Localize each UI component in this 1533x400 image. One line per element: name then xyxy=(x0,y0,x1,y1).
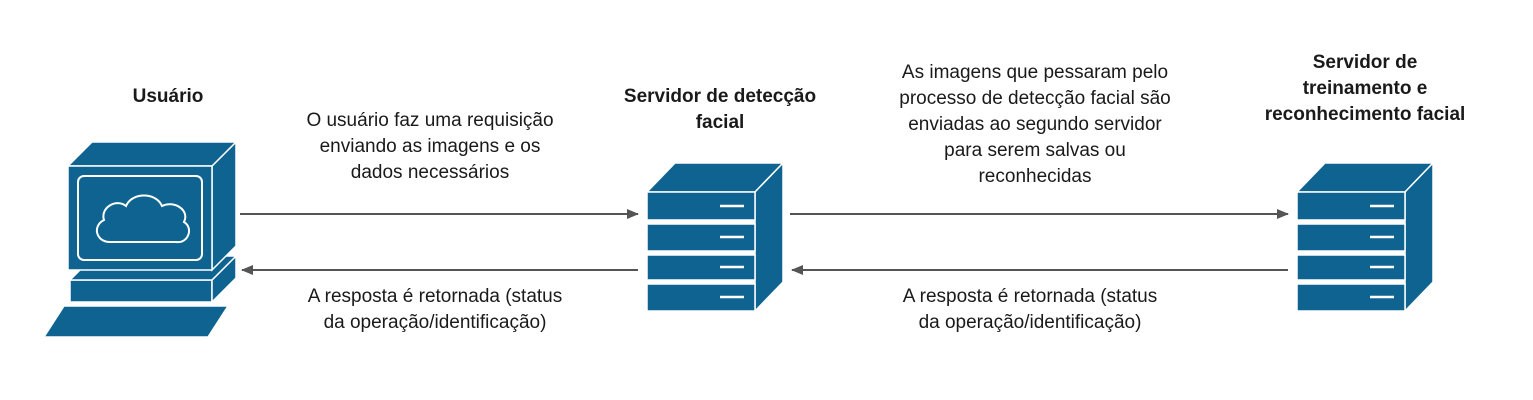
training-server-title: Servidor de treinamento e reconhecimento… xyxy=(1264,52,1466,125)
user-title: Usuário xyxy=(132,86,204,107)
detection-server-title: Servidor de detecção facial xyxy=(623,86,817,133)
edge-label-training-to-detection: A resposta é retornada (status da operaç… xyxy=(902,286,1158,333)
edge-label-detection-to-user: A resposta é retornada (status da operaç… xyxy=(307,286,563,333)
edge-label-detection-to-training: As imagens que pessaram pelo processo de… xyxy=(899,62,1171,187)
server-icon xyxy=(1295,161,1435,313)
cloud-icon xyxy=(95,194,191,244)
computer-icon xyxy=(42,140,238,338)
server-icon xyxy=(645,161,785,313)
edge-label-user-to-detection: O usuário faz uma requisição enviando as… xyxy=(306,110,554,183)
